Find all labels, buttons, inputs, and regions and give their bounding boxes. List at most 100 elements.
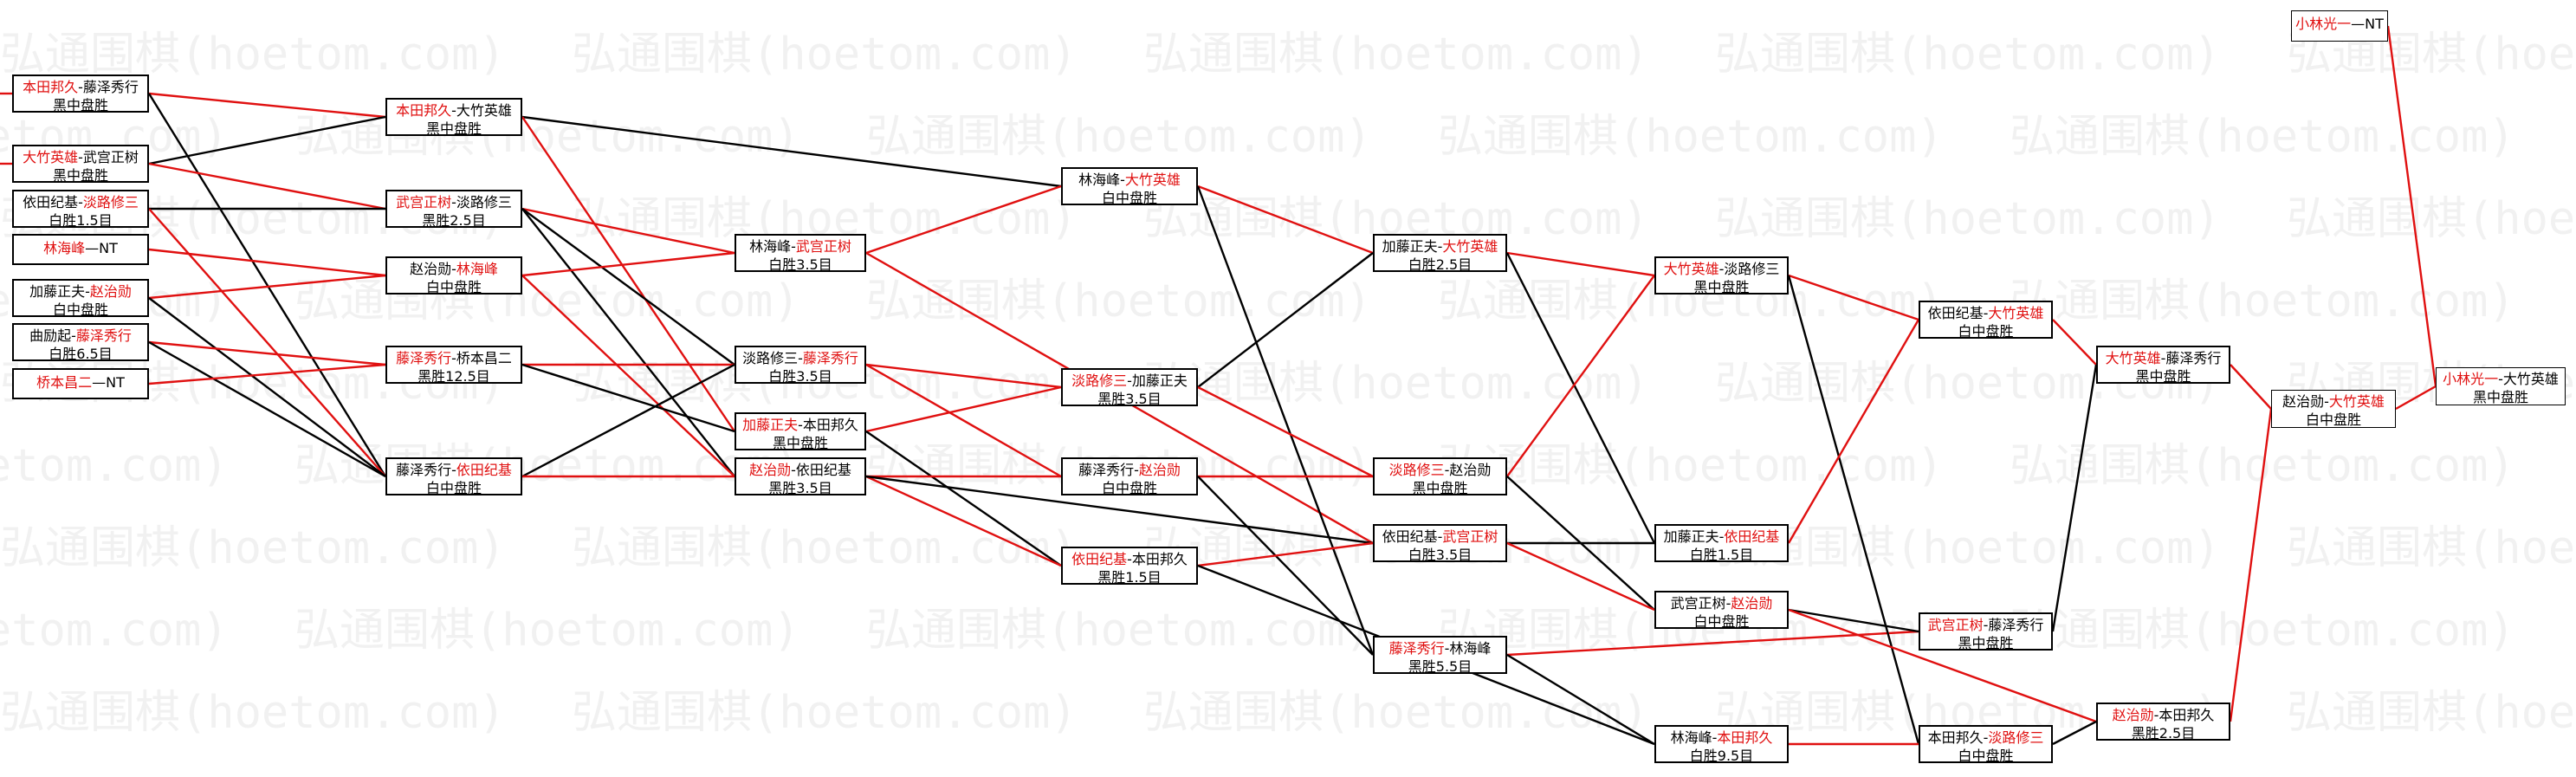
- advance-line: [521, 207, 735, 255]
- game-result: 黑中盘胜: [52, 97, 108, 113]
- player-white: 赵治勋: [89, 283, 132, 300]
- game-box: 大竹英雄-藤泽秀行黑中盘胜: [2096, 346, 2230, 385]
- advance-line: [521, 251, 735, 277]
- drop-line: [1506, 653, 1655, 746]
- vs-separator: -: [451, 462, 456, 478]
- game-result: 黑胜12.5目: [417, 368, 490, 385]
- game-result: 黑胜3.5目: [768, 480, 832, 496]
- vs-separator: -: [451, 102, 456, 119]
- game-box: 淡路修三-加藤正夫黑胜3.5目: [1061, 368, 1198, 407]
- game-players: 藤泽秀行-赵治勋: [1063, 461, 1196, 479]
- game-box: 淡路修三-藤泽秀行白胜3.5目: [735, 346, 866, 385]
- game-players: 赵治勋-本田邦久: [2098, 706, 2229, 724]
- player-black: 淡路修三: [1388, 462, 1445, 478]
- game-result: 白胜9.5目: [1689, 748, 1754, 764]
- vs-separator: -: [1127, 551, 1132, 567]
- advance-line: [1506, 251, 1655, 277]
- game-result: 白中盘胜: [1958, 323, 2014, 340]
- game-box: 大竹英雄-淡路修三黑中盘胜: [1654, 256, 1789, 295]
- player-white: 武宫正树: [1442, 528, 1498, 545]
- player-black: 加藤正夫: [1663, 528, 1719, 545]
- game-box: 林海峰-大竹英雄白中盘胜: [1061, 167, 1198, 206]
- advance-line: [865, 385, 1062, 433]
- game-box: 赵治勋-依田纪基黑胜3.5目: [735, 457, 866, 496]
- game-players: 曲励起-藤泽秀行: [14, 327, 147, 345]
- game-box: 本田邦久-淡路修三白中盘胜: [1919, 725, 2053, 764]
- player-black: 林海峰: [749, 238, 792, 255]
- player-white: NT: [2365, 16, 2384, 32]
- vs-separator: -: [798, 350, 803, 366]
- vs-separator: -: [798, 417, 803, 433]
- vs-separator: -: [78, 79, 83, 95]
- drop-line: [521, 363, 735, 478]
- vs-separator: -: [85, 283, 90, 300]
- game-result: 白胜1.5目: [49, 212, 113, 229]
- advance-line: [148, 248, 386, 277]
- vs-separator: -: [1134, 462, 1139, 478]
- game-box: 本田邦久-大竹英雄黑中盘胜: [385, 98, 522, 137]
- advance-line: [1506, 630, 1919, 657]
- game-box: 小林光一-大竹英雄黑中盘胜: [2436, 367, 2566, 405]
- player-white: 大竹英雄: [2328, 393, 2385, 410]
- game-players: 林海峰-本田邦久: [1656, 728, 1787, 747]
- vs-separator: -: [1712, 729, 1718, 746]
- vs-separator: -: [2324, 393, 2329, 410]
- player-black: 大竹英雄: [23, 149, 79, 165]
- game-players: 武宫正树-赵治勋: [1656, 594, 1787, 612]
- advance-line: [865, 363, 1062, 478]
- advance-line: [2386, 25, 2437, 387]
- player-white: NT: [106, 374, 125, 391]
- game-box: 林海峰-本田邦久白胜9.5目: [1654, 725, 1789, 764]
- player-white: 依田纪基: [456, 462, 512, 478]
- game-box: 依田纪基-本田邦久黑胜1.5目: [1061, 547, 1198, 586]
- advance-line: [2052, 319, 2097, 366]
- player-white: 大竹英雄: [2502, 371, 2559, 387]
- game-box: 加藤正夫-大竹英雄白胜2.5目: [1373, 234, 1507, 273]
- player-white: 淡路修三: [1988, 729, 2044, 746]
- game-box: 曲励起-藤泽秀行白胜6.5目: [12, 323, 149, 362]
- vs-separator: —: [2351, 16, 2366, 32]
- player-black: 赵治勋: [2282, 393, 2325, 410]
- player-white: 淡路修三: [1724, 261, 1780, 277]
- advance-line: [1197, 385, 1374, 478]
- player-black: 藤泽秀行: [1078, 462, 1135, 478]
- game-box: 藤泽秀行-依田纪基白中盘胜: [385, 457, 522, 496]
- player-white: 大竹英雄: [1988, 305, 2044, 321]
- player-black: 加藤正夫: [1382, 238, 1438, 255]
- game-players: 藤泽秀行-林海峰: [1375, 639, 1505, 657]
- player-black: 淡路修三: [742, 350, 799, 366]
- game-players: 大竹英雄-淡路修三: [1656, 260, 1787, 278]
- vs-separator: -: [451, 194, 456, 210]
- drop-line: [521, 208, 735, 477]
- game-result: 黑中盘胜: [1693, 279, 1750, 295]
- player-black: 小林光一: [2295, 16, 2352, 32]
- vs-separator: —: [92, 374, 107, 391]
- advance-line: [521, 275, 735, 477]
- vs-separator: -: [1718, 261, 1725, 277]
- drop-line: [148, 297, 386, 477]
- game-result: 黑中盘胜: [2135, 368, 2191, 385]
- game-result: 黑中盘胜: [52, 167, 108, 184]
- player-white: 藤泽秀行: [1988, 617, 2044, 633]
- player-black: 加藤正夫: [742, 417, 799, 433]
- advance-line: [1506, 541, 1655, 612]
- game-result: 黑中盘胜: [772, 435, 828, 451]
- game-box: 加藤正夫-赵治勋白中盘胜: [12, 279, 149, 318]
- player-black: 武宫正树: [1927, 617, 1984, 633]
- game-result: 黑胜2.5目: [422, 212, 486, 229]
- game-players: 加藤正夫-大竹英雄: [1375, 237, 1505, 256]
- game-players: 依田纪基-本田邦久: [1063, 550, 1196, 568]
- game-box: 依田纪基-武宫正树白胜3.5目: [1373, 524, 1507, 563]
- advance-line: [148, 363, 386, 385]
- game-box: 加藤正夫-依田纪基白胜1.5目: [1654, 524, 1789, 563]
- player-black: 武宫正树: [396, 194, 452, 210]
- vs-separator: -: [2498, 371, 2503, 387]
- vs-separator: -: [2153, 707, 2159, 723]
- vs-separator: -: [1437, 238, 1443, 255]
- vs-separator: -: [1718, 528, 1725, 545]
- game-players: 淡路修三-藤泽秀行: [736, 349, 864, 367]
- player-white: 本田邦久: [1131, 551, 1188, 567]
- player-white: 依田纪基: [795, 462, 851, 478]
- game-players: 加藤正夫-赵治勋: [14, 282, 147, 301]
- game-result: 白胜3.5目: [768, 368, 832, 385]
